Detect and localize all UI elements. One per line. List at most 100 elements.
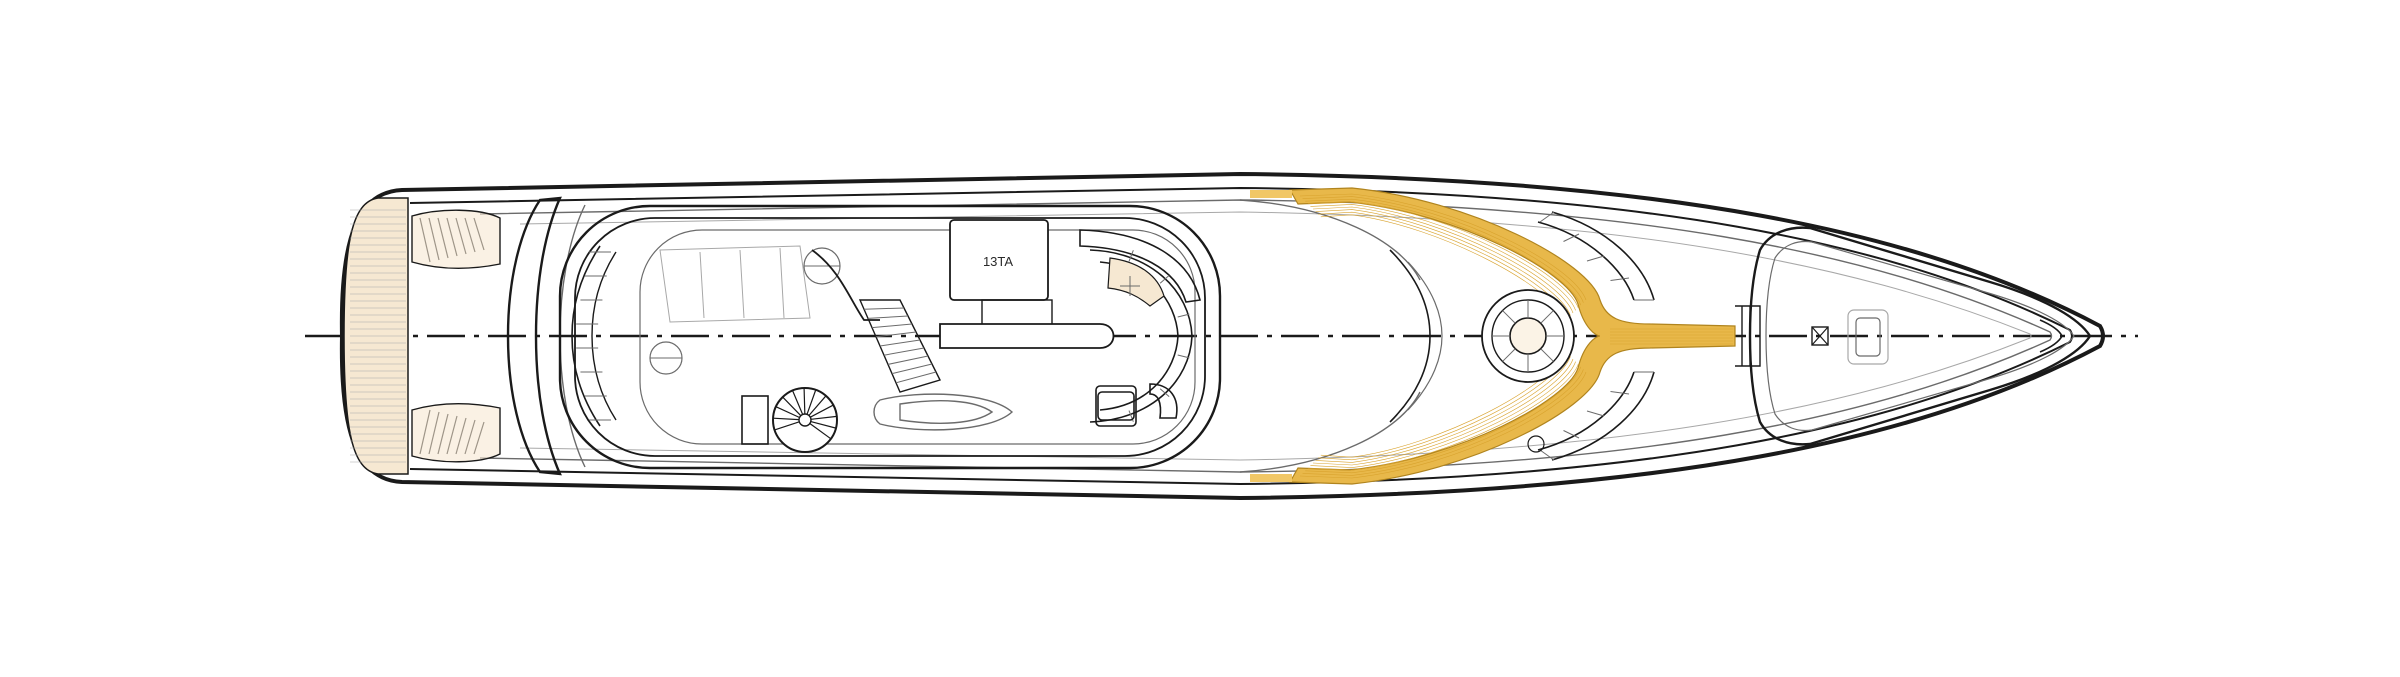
fore-sofa-seam <box>1539 449 1555 461</box>
mid-deck-line-bottom <box>1239 391 1421 473</box>
cushion-seam <box>1177 313 1190 318</box>
lounge-chair-small <box>741 395 769 445</box>
teak-plank-top <box>1312 206 1574 314</box>
sofa-front <box>591 251 617 421</box>
cushion-seam <box>1159 388 1170 398</box>
deck-edge-line-2 <box>519 211 2032 461</box>
stair-step <box>895 371 937 384</box>
forward-sofa-top <box>1079 229 1201 303</box>
deck-edge-line-1 <box>479 199 2053 473</box>
stair-step <box>887 355 929 365</box>
foredeck-sofa <box>1527 211 1655 461</box>
fore-sofa-top <box>1537 211 1655 301</box>
teak-plank-top <box>1307 201 1579 308</box>
stair-step <box>879 339 921 347</box>
box-base <box>981 299 1053 327</box>
sundeck-enclosure-inner <box>574 217 1206 457</box>
foredeck-curve-left <box>1389 249 1431 423</box>
side-deck-teak-bottom <box>1250 474 1292 482</box>
mid-deck-line-top <box>1239 199 1421 281</box>
teak-plank-bottom <box>1315 356 1571 463</box>
swim-platform-planking <box>350 209 406 463</box>
teak-plank-top <box>1315 209 1571 316</box>
spiral-core <box>798 413 812 427</box>
chain-stopper <box>1811 326 1829 346</box>
teak-plank-top <box>1305 198 1582 306</box>
jacuzzi-seat-divider <box>1540 348 1554 362</box>
helm-pod <box>939 323 1115 349</box>
fore-sofa-seam <box>1539 211 1555 223</box>
spiral-tread <box>810 420 837 429</box>
jacuzzi-seat-divider <box>1502 348 1516 362</box>
spiral-tread <box>806 389 817 415</box>
stair-outline <box>411 403 501 463</box>
teak-plank-bottom <box>1310 361 1576 468</box>
hull-outline <box>339 171 2105 501</box>
stern-staircase-starboard <box>411 403 501 463</box>
stair-outline <box>411 209 501 269</box>
aft-curved-sofa <box>571 245 617 427</box>
teak-plank-bottom <box>1299 371 1587 479</box>
jacuzzi-inner <box>1509 317 1547 355</box>
spiral-tread <box>803 387 806 415</box>
sundeck-enclosure-outer <box>558 204 1222 470</box>
spiral-tread <box>810 415 837 420</box>
teak-plank-top <box>1310 204 1576 311</box>
side-table-curved <box>1149 383 1178 419</box>
spiral-tread <box>774 421 800 431</box>
sundeck-floor <box>639 229 1196 445</box>
sundeck-box-label: 13TA <box>983 254 1013 269</box>
lounge-chair-pair-2 <box>1097 391 1135 421</box>
handrail <box>811 249 880 321</box>
teak-plank-bottom <box>1305 366 1582 474</box>
fore-sofa-seam <box>1563 233 1580 242</box>
fore-sofa-bottom <box>1537 371 1655 461</box>
spiral-tread <box>773 417 800 421</box>
teak-deck <box>1288 187 1736 485</box>
windlass-housing <box>1847 309 1889 365</box>
stern-staircase-port <box>411 209 501 269</box>
tender-seat <box>1107 257 1165 307</box>
teak-plank-bottom <box>1307 364 1579 471</box>
sofa-back <box>571 245 601 427</box>
jacuzzi-steps <box>1492 300 1564 372</box>
fore-sofa-cupholder <box>1527 435 1545 453</box>
spiral-tread <box>775 406 800 419</box>
teak-plank-top <box>1302 196 1584 303</box>
superstructure-outline <box>506 196 562 476</box>
stair-step <box>891 363 933 375</box>
forward-sofa-cushions <box>1128 250 1190 422</box>
chain-stopper-x2 <box>1811 326 1829 346</box>
stair-step <box>871 323 913 329</box>
spiral-tread <box>808 395 827 416</box>
lounge-pads <box>659 245 811 323</box>
stair-step <box>867 315 909 319</box>
spiral-staircase <box>772 387 838 453</box>
spiral-tread <box>809 423 832 440</box>
gunwale-line <box>409 186 2073 486</box>
teak-plank-top <box>1299 193 1587 301</box>
fore-sofa-seam <box>1610 391 1630 395</box>
tender <box>873 393 1014 431</box>
teak-deck-planking <box>1299 193 1733 479</box>
jacuzzi-seat-divider <box>1502 310 1516 324</box>
bow-tip <box>2039 319 2063 353</box>
foredeck-curve-left-2 <box>1407 261 1443 411</box>
spiral-tread <box>791 390 804 415</box>
fore-sofa-seam <box>1563 430 1580 439</box>
stair-frame <box>858 299 941 393</box>
fore-sofa-seam <box>1586 255 1605 262</box>
windlass-core <box>1855 317 1881 357</box>
spiral-tread <box>810 404 834 418</box>
spiral-tread <box>782 396 802 417</box>
lounge-chair-pair <box>1095 385 1137 427</box>
side-deck-teak-top <box>1250 190 1292 198</box>
cushion-seam <box>1159 274 1170 284</box>
cushion-seam <box>1128 250 1134 262</box>
bow-hatch-inner <box>1765 240 2075 432</box>
stair-step <box>875 331 917 338</box>
stair-step <box>883 347 925 356</box>
stair-step <box>863 307 905 310</box>
